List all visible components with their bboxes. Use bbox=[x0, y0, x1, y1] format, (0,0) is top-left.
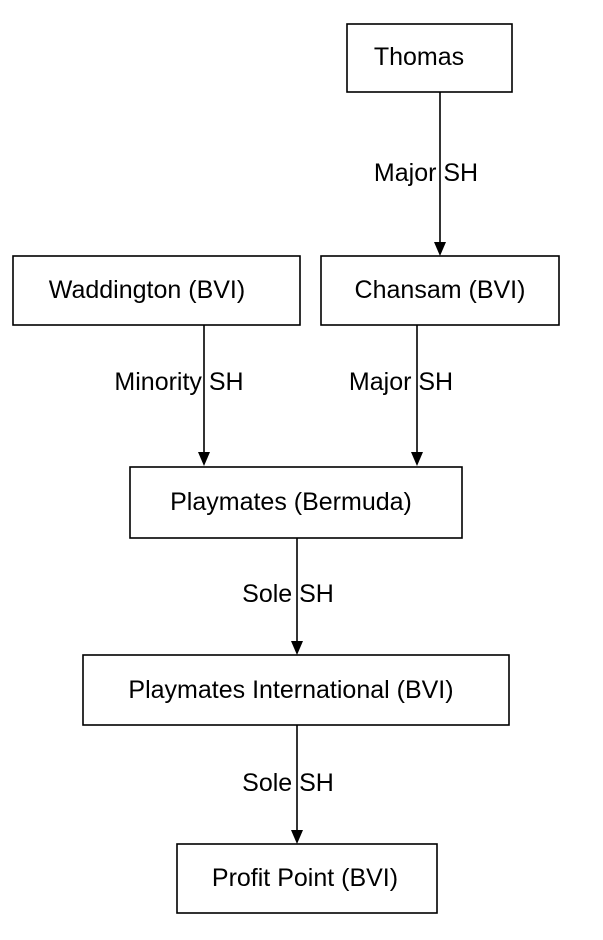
edge-label-thomas-to-chansam: Major SH bbox=[374, 159, 478, 187]
node-thomas: Thomas bbox=[346, 23, 513, 93]
edge-thomas-to-chansam bbox=[434, 92, 446, 256]
node-waddington: Waddington (BVI) bbox=[12, 255, 301, 326]
edge-label-international-to-profit-point: Sole SH bbox=[242, 769, 334, 797]
node-playmates-bermuda-label: Playmates (Bermuda) bbox=[170, 488, 412, 516]
edge-chansam-to-bermuda bbox=[411, 325, 423, 466]
node-profit-point: Profit Point (BVI) bbox=[176, 843, 438, 914]
edge-international-to-profit-point bbox=[291, 725, 303, 844]
node-chansam-label: Chansam (BVI) bbox=[355, 276, 526, 304]
edge-waddington-to-bermuda bbox=[198, 325, 210, 466]
node-playmates-international-label: Playmates International (BVI) bbox=[128, 676, 453, 704]
edge-bermuda-to-international bbox=[291, 538, 303, 655]
edge-label-waddington-to-bermuda: Minority SH bbox=[114, 368, 243, 396]
edge-label-bermuda-to-international: Sole SH bbox=[242, 580, 334, 608]
node-thomas-label: Thomas bbox=[374, 43, 464, 71]
edge-label-chansam-to-bermuda: Major SH bbox=[349, 368, 453, 396]
node-playmates-bermuda: Playmates (Bermuda) bbox=[129, 466, 463, 539]
node-playmates-international: Playmates International (BVI) bbox=[82, 654, 510, 726]
node-waddington-label: Waddington (BVI) bbox=[49, 276, 245, 304]
node-profit-point-label: Profit Point (BVI) bbox=[212, 864, 398, 892]
node-chansam: Chansam (BVI) bbox=[320, 255, 560, 326]
